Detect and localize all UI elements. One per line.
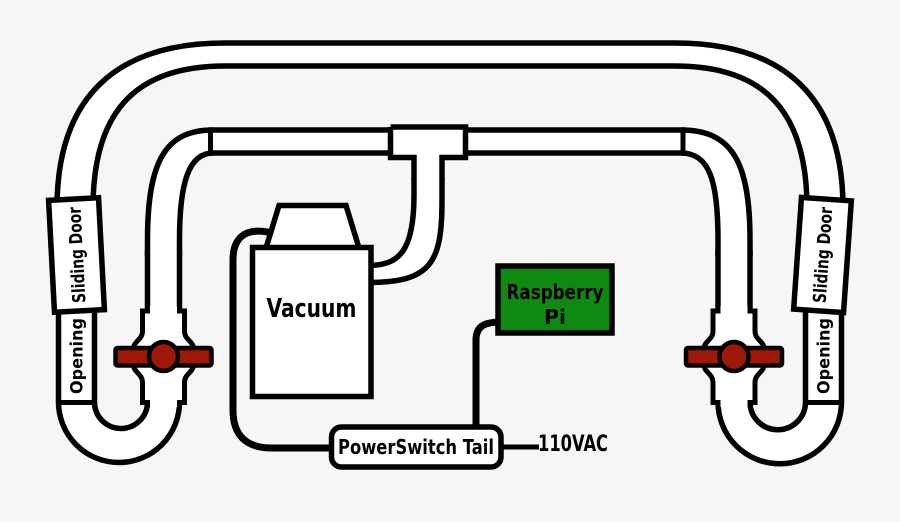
left-u-turn-fill: [58, 402, 180, 463]
raspberry-pi-box: [495, 263, 615, 336]
left-elbow-outline: [144, 127, 214, 256]
right-u-turn-fill: [718, 402, 842, 464]
left-valve-ball-icon[interactable]: [146, 339, 181, 374]
left-sliding-door: Sliding Door: [45, 194, 108, 316]
t-junction-outline: [387, 124, 469, 180]
vacuum-power-cord: [229, 227, 340, 452]
right-ball-valve: [683, 306, 785, 407]
right-elbow-outline: [680, 127, 753, 256]
right-sliding-door-box: [790, 194, 855, 316]
right-valve-ball-icon[interactable]: [717, 339, 751, 374]
vacuum-top-shape: [262, 202, 363, 251]
left-opening-label: Opening: [68, 318, 88, 394]
outer-tube-outline: [54, 40, 846, 209]
vacuum-hose-fill: [368, 178, 442, 283]
vacuum-body: [249, 244, 374, 400]
vacuum-label: Vacuum: [267, 294, 357, 324]
powerswitch-tail-box: [328, 424, 504, 470]
raspberry-pi-label-line1: Raspberry: [507, 280, 604, 304]
raspberry-pi-label-line2: Pi: [544, 305, 566, 329]
right-sliding-door: Sliding Door: [790, 194, 855, 316]
powerswitch-tail-label: PowerSwitch Tail: [338, 435, 494, 459]
mains-voltage-label: 110VAC: [538, 432, 608, 457]
powerswitch-tail: PowerSwitch Tail: [328, 424, 504, 470]
left-u-turn-outline: [55, 401, 183, 466]
vacuum-hose-outline: [367, 178, 445, 286]
vacuum-unit: Vacuum: [249, 202, 374, 400]
t-junction-fill: [390, 127, 466, 180]
left-ball-valve: [113, 306, 214, 407]
right-opening-label: Opening: [815, 318, 835, 394]
right-u-turn-outline: [715, 401, 845, 467]
left-sliding-door-box: [45, 194, 108, 316]
left-sliding-door-label: Sliding Door: [64, 206, 90, 303]
raspberry-pi: Raspberry Pi: [495, 263, 615, 336]
